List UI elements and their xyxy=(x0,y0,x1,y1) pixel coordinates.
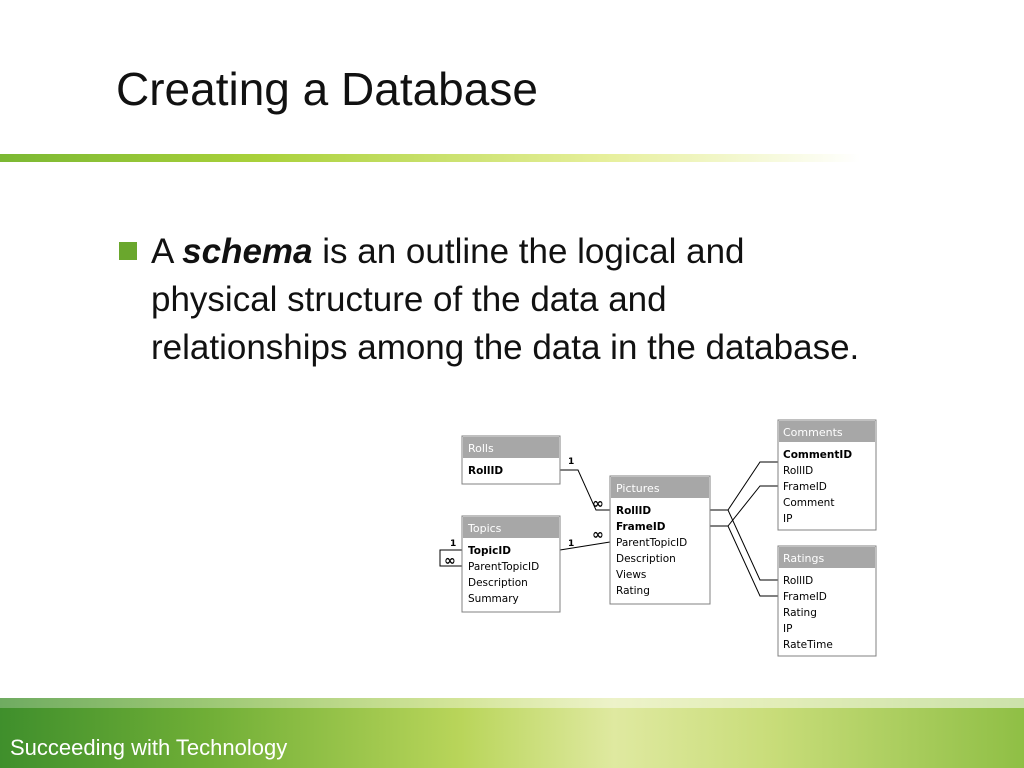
field-name: ParentTopicID xyxy=(616,537,687,549)
table-title: Rolls xyxy=(468,442,494,455)
field-name: Rating xyxy=(616,585,650,597)
bullet-text: A schema is an outline the logical and p… xyxy=(151,228,871,372)
field-name: Rating xyxy=(783,607,817,619)
title-underline xyxy=(0,154,860,162)
bullet-prefix: A xyxy=(151,232,173,271)
schema-term: schema xyxy=(182,232,313,271)
rel-one-label: 1 xyxy=(568,457,574,467)
table-topics: Topics TopicID ParentTopicID Description… xyxy=(461,515,561,613)
rel-one-label: 1 xyxy=(450,539,456,549)
rel-many-label: ∞ xyxy=(592,496,604,512)
field-name: RateTime xyxy=(783,639,833,651)
slide-title: Creating a Database xyxy=(116,63,538,115)
schema-diagram: 1 ∞ 1 ∞ 1 ∞ Rolls RollID Topics TopicID … xyxy=(439,419,877,657)
table-pictures: Pictures RollID FrameID ParentTopicID De… xyxy=(609,475,711,605)
field-name: Views xyxy=(616,569,646,581)
table-title: Comments xyxy=(783,426,843,439)
field-name: Description xyxy=(468,577,528,589)
field-name: Comment xyxy=(783,497,834,509)
table-ratings: Ratings RollID FrameID Rating IP RateTim… xyxy=(777,545,877,657)
bullet-rest: is an outline the logical and physical s… xyxy=(151,232,860,367)
field-name: CommentID xyxy=(783,449,852,461)
bullet-square-icon xyxy=(119,242,137,260)
field-name: RollID xyxy=(783,465,813,477)
field-name: ParentTopicID xyxy=(468,561,539,573)
table-title: Ratings xyxy=(783,552,824,565)
relationship-lines xyxy=(439,461,778,597)
field-name: FrameID xyxy=(616,521,666,533)
field-name: Description xyxy=(616,553,676,565)
field-name: IP xyxy=(783,513,792,525)
table-comments: Comments CommentID RollID FrameID Commen… xyxy=(777,419,877,531)
table-rolls: Rolls RollID xyxy=(461,435,561,485)
footer-text: Succeeding with Technology xyxy=(10,735,288,760)
field-name: Summary xyxy=(468,593,519,605)
rel-many-label: ∞ xyxy=(444,553,456,569)
field-name: IP xyxy=(783,623,792,635)
field-name: TopicID xyxy=(468,545,511,557)
table-title: Topics xyxy=(467,522,502,535)
footer-band xyxy=(0,698,1024,768)
rel-one-label: 1 xyxy=(568,539,574,549)
rel-many-label: ∞ xyxy=(592,527,604,543)
field-name: RollID xyxy=(616,505,651,517)
field-name: RollID xyxy=(783,575,813,587)
footer-highlight xyxy=(0,698,1024,708)
field-name: RollID xyxy=(468,465,503,477)
field-name: FrameID xyxy=(783,481,827,493)
field-name: FrameID xyxy=(783,591,827,603)
table-title: Pictures xyxy=(616,482,660,495)
